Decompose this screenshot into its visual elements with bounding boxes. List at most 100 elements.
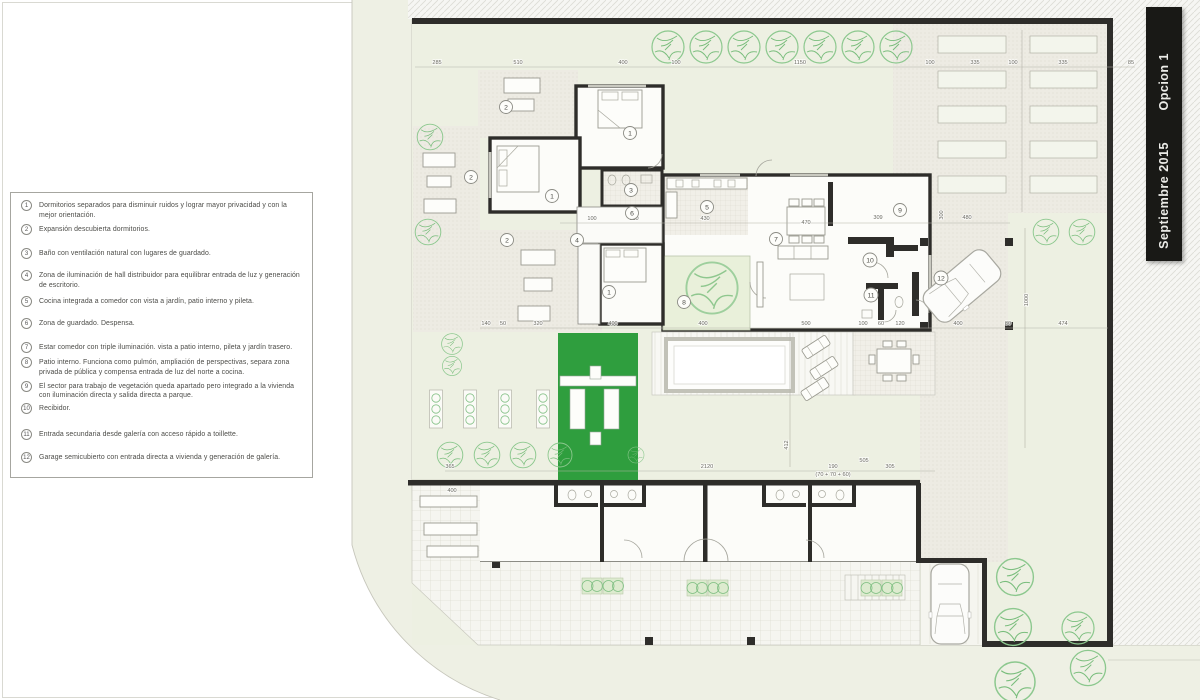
legend-text: El sector para trabajo de vegetación que…: [39, 382, 295, 400]
dim-label: (70 + 70 + 60): [815, 472, 850, 478]
legend-text: Entrada secundaria desde galería con acc…: [39, 430, 238, 438]
legend-item: 10 Recibidor.: [21, 402, 304, 414]
dim-label: 309: [873, 215, 882, 221]
dim-label: 510: [513, 60, 522, 66]
svg-text:3: 3: [629, 187, 633, 194]
title-banner: Opcion 1 Septiembre 2015: [1146, 7, 1182, 261]
legend-item: 2 Expansión descubierta dormitorios.: [21, 224, 304, 236]
patio-interno: [662, 255, 751, 331]
svg-text:6: 6: [630, 210, 634, 217]
room-label: 5: [700, 200, 714, 214]
dim-label: 412: [784, 440, 790, 449]
room-label: 4: [570, 233, 584, 247]
room-label: 10: [862, 252, 878, 268]
legend-text: Zona de guardado. Despensa.: [39, 320, 135, 328]
room-label: 7: [769, 232, 783, 246]
dim-label: 500: [801, 321, 810, 327]
legend-item: 6 Zona de guardado. Despensa.: [21, 318, 304, 330]
table-size-label: 470: [801, 220, 810, 226]
storage-shelves: [419, 495, 479, 558]
dining-table: [786, 198, 826, 244]
svg-text:1: 1: [607, 289, 611, 296]
bath-fixtures-3: [607, 174, 653, 186]
legend-item: 11 Entrada secundaria desde galería con …: [21, 428, 304, 440]
room-label: 2: [500, 233, 514, 247]
svg-text:1: 1: [628, 130, 632, 137]
dim-label: 100: [587, 216, 596, 222]
room-label: 6: [625, 206, 639, 220]
room-label: 2: [464, 170, 478, 184]
dimension-labels: 285 510 400 100 1150 100 335 100 335 85 …: [432, 59, 1135, 495]
dim-label: 85: [1128, 60, 1134, 66]
svg-text:9: 9: [898, 207, 902, 214]
pool: [673, 345, 786, 385]
bath-fixtures: [567, 489, 845, 501]
dim-label: 400: [698, 321, 707, 327]
legend-number: 8: [21, 357, 32, 369]
dim-label: 140: [481, 321, 490, 327]
neighbour-hatch: [408, 0, 1200, 645]
svg-text:5: 5: [705, 204, 709, 211]
legend-item: 5 Cocina integrada a comedor con vista a…: [21, 296, 304, 308]
dim-label: 100: [1008, 60, 1017, 66]
dim-label: 400: [608, 321, 617, 327]
legend-number: 9: [21, 380, 32, 392]
room-label: 2: [499, 100, 513, 114]
legend-item: 3 Baño con ventilación natural con lugar…: [21, 248, 304, 260]
legend-number: 1: [21, 200, 32, 211]
dim-label: 365: [445, 464, 454, 470]
svg-text:4: 4: [575, 237, 579, 244]
legend-item: 4 Zona de iluminación de hall distribuid…: [21, 270, 304, 290]
room-label: 1: [545, 189, 559, 203]
dim-label: 80: [1005, 321, 1011, 327]
dim-label: 505: [859, 458, 868, 464]
terrace-furniture: [422, 77, 556, 322]
room-label: 8: [677, 295, 691, 309]
dimension-lines: [415, 66, 1135, 472]
legend-text: Estar comedor con triple iluminación. vi…: [39, 344, 293, 352]
legend-item: 1 Dormitorios separados para disminuir r…: [21, 200, 304, 220]
dim-label: 100: [925, 60, 934, 66]
legend-item: 12 Garage semicubierto con entrada direc…: [21, 451, 304, 463]
room-labels: 2 1 2 1 3 6 4 2 1 5 7 8 9 10 11 12: [464, 100, 949, 309]
legend-number: 6: [21, 318, 32, 330]
legend-number: 7: [21, 342, 32, 354]
legend-text: Garage semicubierto con entrada directa …: [39, 453, 281, 461]
dim-label: 300: [939, 210, 945, 219]
svg-text:2: 2: [505, 237, 509, 244]
room-label: 11: [863, 287, 879, 303]
main-house: [488, 84, 1013, 332]
room-label: 3: [624, 183, 638, 197]
dim-label: 474: [1058, 321, 1067, 327]
driveway: [921, 562, 984, 645]
legend-item: 9 El sector para trabajo de vegetación q…: [21, 380, 304, 401]
legend-text: Zona de iluminación de hall distribuidor…: [39, 272, 300, 289]
car-driveway: [928, 563, 972, 645]
dim-label: 100: [858, 321, 867, 327]
site-boundary: [412, 18, 1113, 647]
svg-text:7: 7: [774, 236, 778, 243]
svg-text:2: 2: [504, 104, 508, 111]
legend-text: Expansión descubierta dormitorios.: [39, 226, 151, 234]
legend-number: 5: [21, 296, 32, 308]
dim-label: 1000: [1024, 294, 1030, 306]
legend-number: 11: [21, 428, 32, 440]
legend-number: 12: [21, 451, 32, 463]
legend-number: 10: [21, 402, 32, 414]
sofa: [756, 245, 829, 308]
room-label: 9: [893, 203, 907, 217]
bed-left: [496, 145, 540, 193]
bed-lower: [603, 247, 647, 283]
dim-label: 335: [1058, 60, 1067, 66]
dim-label: 335: [970, 60, 979, 66]
dim-label: 285: [432, 60, 441, 66]
legend-number: 3: [21, 248, 32, 260]
legend-item: 7 Estar comedor con triple iluminación. …: [21, 342, 304, 354]
dim-label: 305: [885, 464, 894, 470]
legend-text: Dormitorios separados para disminuir rui…: [39, 202, 287, 219]
legend-number: 2: [21, 224, 32, 236]
legend-text: Baño con ventilación natural con lugares…: [39, 250, 211, 258]
dim-label: 400: [447, 488, 456, 494]
date-title: Septiembre 2015: [1157, 142, 1171, 250]
